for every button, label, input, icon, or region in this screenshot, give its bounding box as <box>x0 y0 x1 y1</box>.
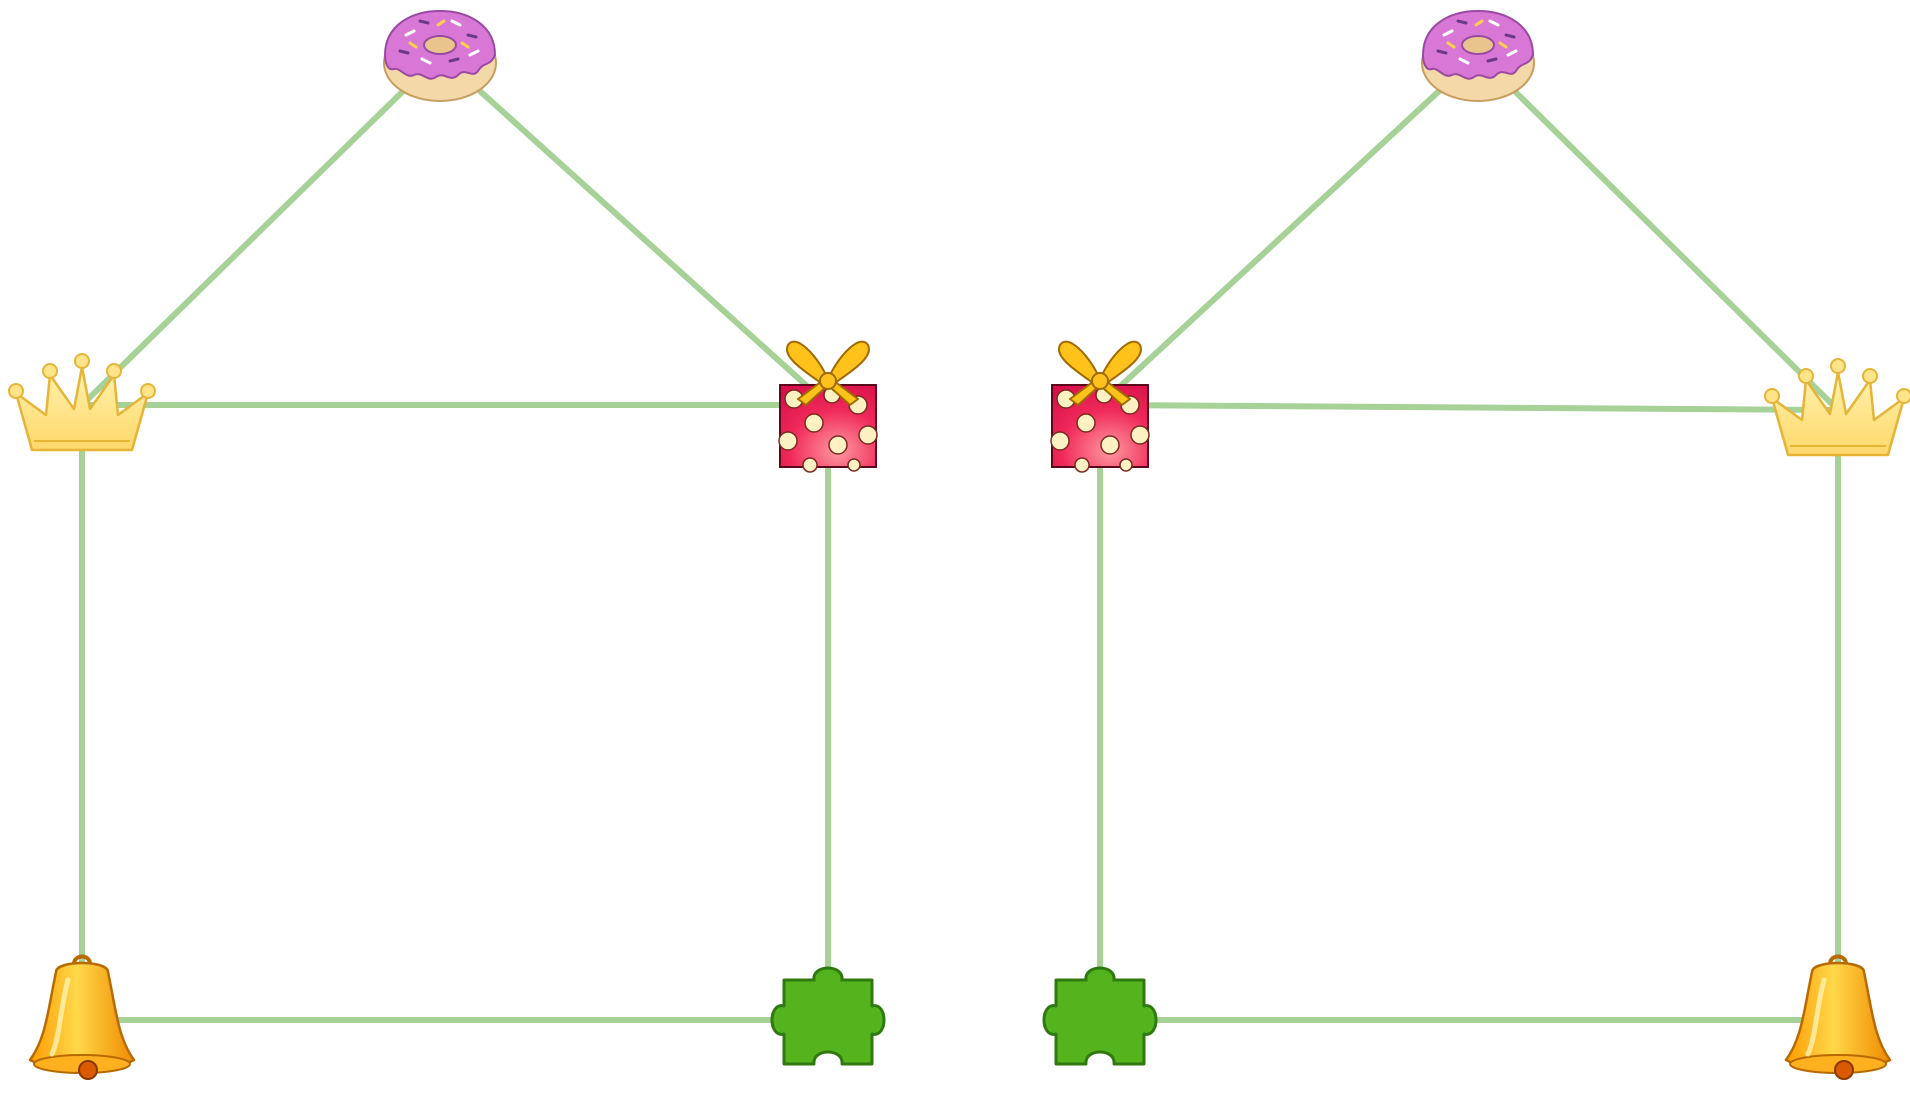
donut-icon <box>1420 9 1536 103</box>
edge-donut-gift <box>1097 52 1481 408</box>
nodes <box>7 9 886 1079</box>
gift-icon <box>778 340 878 473</box>
right-house <box>1042 9 1910 1079</box>
edges <box>79 52 831 1023</box>
left-house <box>7 9 886 1079</box>
donut-icon <box>382 9 498 103</box>
edges <box>1097 52 1841 1023</box>
edge-gift-crown <box>1097 402 1841 413</box>
nodes <box>1042 9 1910 1079</box>
puzzle-piece-icon <box>1042 966 1158 1066</box>
edge-donut-crown <box>1475 52 1841 413</box>
edge-donut-crown <box>79 52 443 408</box>
edge-donut-gift <box>437 52 831 408</box>
puzzle-piece-icon <box>770 966 886 1066</box>
gift-icon <box>1050 340 1150 473</box>
